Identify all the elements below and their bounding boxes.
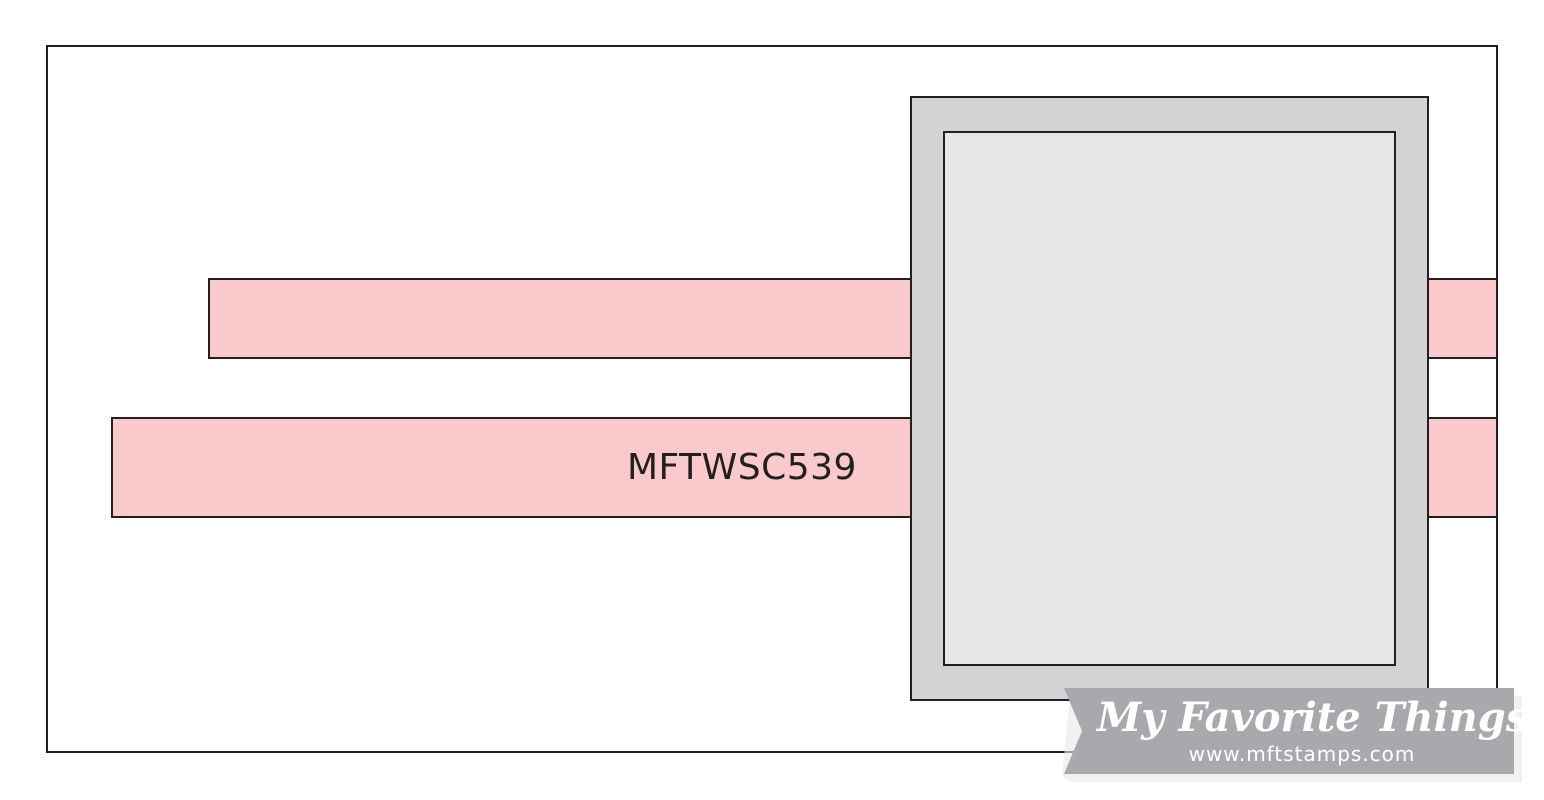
sketch-id-label: MFTWSC539 xyxy=(627,447,857,488)
inner-focal-panel xyxy=(943,131,1396,666)
brand-banner xyxy=(1062,686,1522,782)
brand-name-logo: My Favorite Things xyxy=(1097,694,1529,741)
banner-ribbon-shape xyxy=(1062,688,1522,782)
brand-url-text: www.mftstamps.com xyxy=(1188,742,1416,766)
